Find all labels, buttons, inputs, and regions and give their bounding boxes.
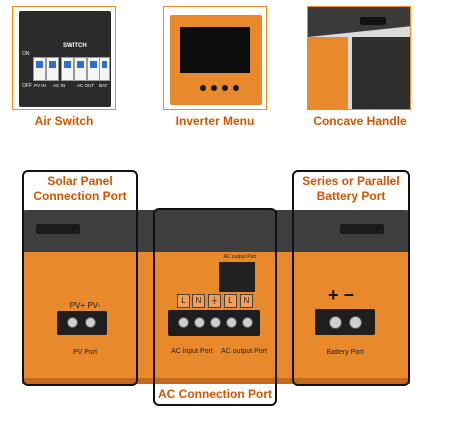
battery-terminal-block <box>315 309 375 335</box>
ac-in-label: AC IN <box>53 83 66 88</box>
device-base <box>22 378 410 384</box>
on-label: ON <box>22 51 30 57</box>
solar-callout-title: Solar Panel Connection Port <box>33 174 127 203</box>
terminal-screw <box>210 317 221 328</box>
ac-output-port-label: AC output Port <box>221 348 267 355</box>
battery-polarity-label: + − <box>328 285 355 305</box>
concave-handle-caption: Concave Handle <box>313 114 407 128</box>
ac-output-socket-label: AC output Port <box>223 254 257 260</box>
device-top-panel <box>22 210 410 256</box>
pv-terminal-block <box>57 311 107 335</box>
inverter-button <box>233 85 239 91</box>
terminal-screw <box>85 317 96 328</box>
terminal-screw <box>242 317 253 328</box>
air-switch-image: ON OFF SWITCH PV IN AC IN AC OUT BAT <box>12 6 116 110</box>
breaker-bat <box>99 57 110 81</box>
switch-title: SWITCH <box>63 43 87 49</box>
inverter-screen <box>180 27 250 73</box>
ac-terminal-letter: L <box>224 294 237 308</box>
breaker-ac-in-2 <box>74 57 87 81</box>
ac-out-label: AC OUT <box>77 83 95 88</box>
ac-callout-frame <box>153 208 277 406</box>
series-callout-title: Series or Parallel Battery Port <box>302 174 400 203</box>
inverter-frame <box>170 15 262 105</box>
solar-callout-frame <box>22 170 138 386</box>
ac-callout-title: AC Connection Port <box>158 387 272 401</box>
handle-grip-right <box>340 224 384 234</box>
ac-terminal-letter: N <box>240 294 253 308</box>
handle-grip-left <box>36 224 80 234</box>
inverter-button <box>222 85 228 91</box>
handle-side-panel <box>308 37 348 109</box>
air-switch-caption: Air Switch <box>34 114 94 128</box>
ac-terminal-letter: N <box>192 294 205 308</box>
ac-terminal-letter: L <box>177 294 190 308</box>
off-label: OFF <box>22 83 32 89</box>
handle-grill <box>352 37 410 109</box>
terminal-screw <box>194 317 205 328</box>
terminal-screw <box>329 316 342 329</box>
concave-handle-image <box>307 6 411 110</box>
terminal-screw <box>349 316 362 329</box>
ac-terminal-block <box>168 310 260 336</box>
ground-terminal-letter: ⏚ <box>208 294 221 308</box>
inverter-menu-caption: Inverter Menu <box>175 114 255 128</box>
pv-port-label: PV Port <box>72 349 98 356</box>
handle-slot <box>360 17 386 25</box>
battery-port-label: Battery Port <box>326 349 364 356</box>
bat-label: BAT <box>99 83 108 88</box>
inverter-button <box>200 85 206 91</box>
series-callout-frame <box>292 170 410 386</box>
inverter-menu-image <box>163 6 267 110</box>
ac-output-socket <box>219 262 255 292</box>
pv-in-label: PV IN <box>34 83 46 88</box>
air-switch-panel: ON OFF SWITCH PV IN AC IN AC OUT BAT <box>19 11 111 107</box>
terminal-screw <box>178 317 189 328</box>
pv-polarity-label: PV+ PV- <box>69 301 101 310</box>
breaker-ac-in-1 <box>61 57 74 81</box>
ac-input-port-label: AC input Port <box>171 348 213 355</box>
inverter-button <box>211 85 217 91</box>
terminal-screw <box>226 317 237 328</box>
breaker-pv-2 <box>46 57 59 81</box>
terminal-screw <box>67 317 78 328</box>
breaker-pv-1 <box>33 57 46 81</box>
